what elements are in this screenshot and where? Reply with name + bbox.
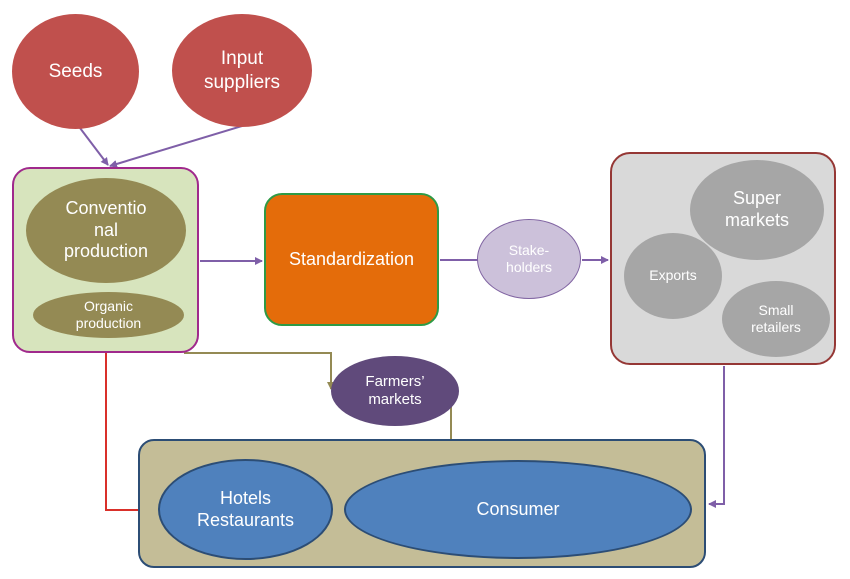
node-small-retailers: Small retailers bbox=[722, 281, 830, 357]
node-supermarkets-label: Super markets bbox=[724, 188, 789, 230]
node-seeds: Seeds bbox=[12, 14, 139, 129]
node-supermarkets: Super markets bbox=[690, 160, 824, 260]
node-stakeholders-label: Stake- holders bbox=[506, 241, 552, 275]
arrow-seeds-to-production bbox=[79, 127, 109, 166]
node-hotels-restaurants-label: Hotels Restaurants bbox=[196, 487, 295, 530]
arrow-production-to-farmers-markets bbox=[184, 352, 335, 390]
node-standardization: Standardization bbox=[264, 193, 439, 326]
node-stakeholders: Stake- holders bbox=[477, 219, 581, 299]
node-consumer: Consumer bbox=[344, 460, 692, 559]
node-exports-label: Exports bbox=[649, 267, 697, 284]
node-farmers-markets-label: Farmers’ markets bbox=[365, 372, 425, 408]
node-exports: Exports bbox=[624, 233, 722, 319]
node-input-suppliers: Input suppliers bbox=[172, 14, 312, 127]
node-conventional-production: Conventio nal production bbox=[26, 178, 186, 283]
node-standardization-label: Standardization bbox=[288, 248, 415, 269]
arrow-retail-to-consumer bbox=[708, 366, 725, 508]
node-organic-production-label: Organic production bbox=[75, 297, 142, 331]
arrow-suppliers-to-production bbox=[109, 125, 243, 168]
node-small-retailers-label: Small retailers bbox=[751, 301, 801, 335]
node-seeds-label: Seeds bbox=[48, 60, 103, 82]
node-conventional-production-label: Conventio nal production bbox=[63, 197, 149, 262]
node-farmers-markets: Farmers’ markets bbox=[331, 356, 459, 426]
node-input-suppliers-label: Input suppliers bbox=[203, 48, 281, 93]
node-organic-production: Organic production bbox=[33, 292, 184, 338]
node-consumer-label: Consumer bbox=[476, 498, 560, 519]
node-hotels-restaurants: Hotels Restaurants bbox=[158, 459, 333, 560]
